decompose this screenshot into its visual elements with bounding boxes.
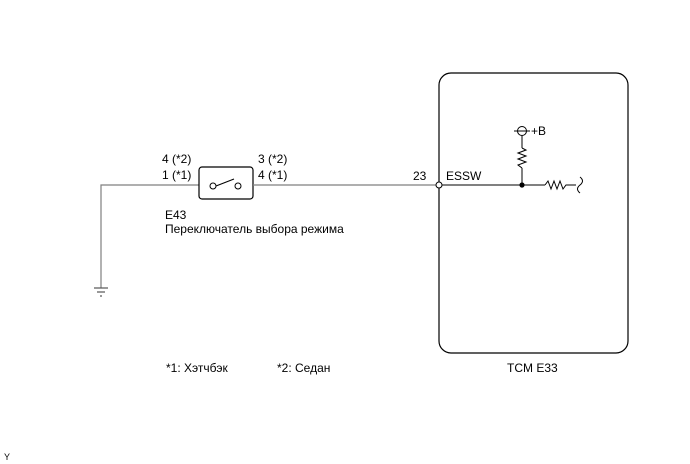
tcm-box bbox=[438, 72, 629, 354]
terminal-number-label: 23 bbox=[413, 169, 427, 183]
terminal-name-label: ESSW bbox=[446, 169, 482, 183]
ground-symbol bbox=[94, 287, 108, 297]
mode-switch-box bbox=[198, 166, 254, 200]
pin-top-left-label: 4 (*2) bbox=[162, 152, 191, 166]
supply-symbol bbox=[514, 126, 530, 136]
pin-bottom-left-label: 1 (*1) bbox=[162, 168, 191, 182]
tcm-label: TCM E33 bbox=[507, 361, 558, 375]
note-2: *2: Седан bbox=[277, 361, 330, 375]
pin-top-right-label: 3 (*2) bbox=[258, 152, 287, 166]
terminal-23 bbox=[435, 181, 443, 189]
pin-bottom-right-label: 4 (*1) bbox=[258, 168, 287, 182]
switch-connector-label: E43 bbox=[165, 208, 187, 222]
supply-label: +B bbox=[531, 124, 546, 138]
pullup-resistor bbox=[516, 147, 528, 169]
ground-wire bbox=[100, 184, 199, 288]
switch-contacts bbox=[209, 178, 242, 190]
line-break-symbol bbox=[577, 176, 583, 194]
switch-name-label: Переключатель выбора режима bbox=[165, 222, 344, 236]
corner-mark: Y bbox=[4, 452, 10, 462]
series-resistor bbox=[544, 179, 576, 191]
note-1: *1: Хэтчбэк bbox=[166, 361, 228, 375]
